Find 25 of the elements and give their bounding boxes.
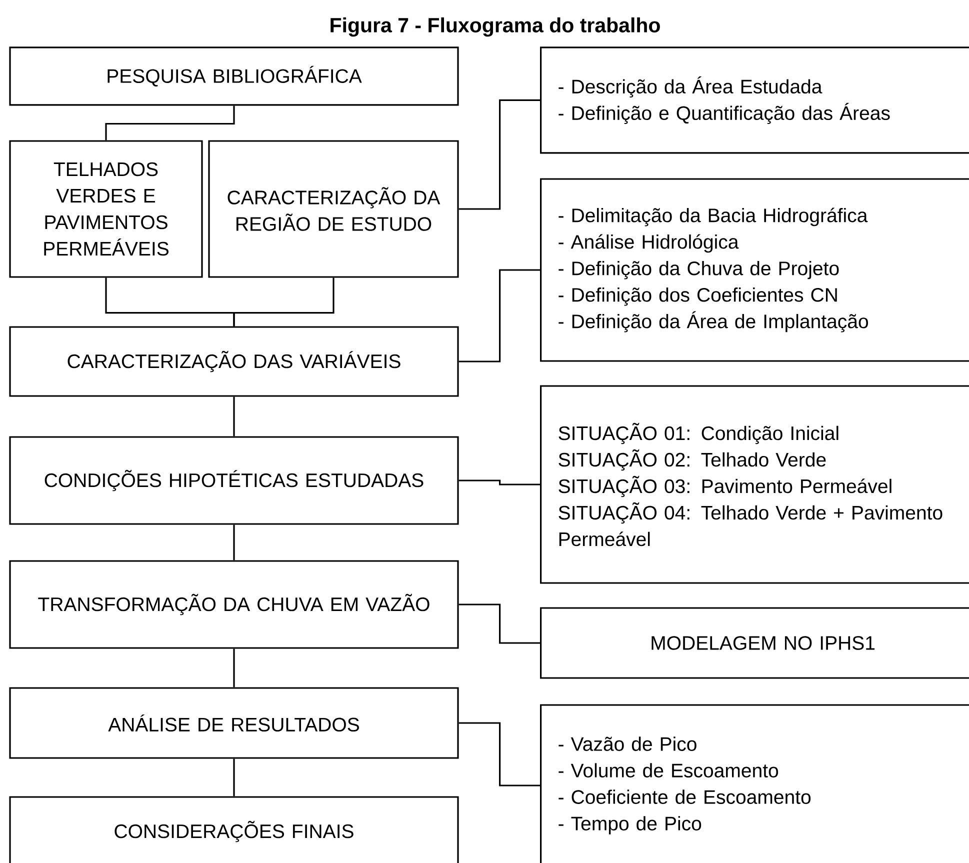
note-box: - Descrição da Área Estudada - Definição e Quantificação das Áreas <box>540 46 969 154</box>
process-box: CONDIÇÕES HIPOTÉTICAS ESTUDADAS <box>9 436 459 525</box>
connector <box>233 758 235 796</box>
process-box: ANÁLISE DE RESULTADOS <box>9 687 459 759</box>
note-box: - Delimitação da Bacia Hidrográfica - Análise Hidrológica - Definição da Chuva de Projeto - Definição dos Coeficientes CN - Definição da Área de Implantação <box>540 178 969 362</box>
note-box: SITUAÇÃO 01: Condição Inicial SITUAÇÃO 02: Telhado Verde SITUAÇÃO 03: Pavimento Permeável SITUAÇÃO 04: Telhado Verde + Pavimento Permeável <box>540 385 969 584</box>
connector <box>233 648 235 688</box>
process-box: CONSIDERAÇÕES FINAIS <box>9 796 459 863</box>
process-box: CARACTERIZAÇÃO DA REGIÃO DE ESTUDO <box>208 140 459 278</box>
connector <box>458 99 540 210</box>
process-box: TELHADOS VERDES E PAVIMENTOS PERMEÁVEIS <box>9 140 203 278</box>
note-box: - Vazão de Pico - Volume de Escoamento - Coeficiente de Escoamento - Tempo de Pico <box>540 704 969 863</box>
process-box: CARACTERIZAÇÃO DAS VARIÁVEIS <box>9 326 459 397</box>
connector <box>233 524 235 560</box>
connector <box>458 480 540 486</box>
process-box: TRANSFORMAÇÃO DA CHUVA EM VAZÃO <box>9 560 459 649</box>
process-box: PESQUISA BIBLIOGRÁFICA <box>9 46 459 106</box>
connector <box>105 106 235 140</box>
connector <box>458 269 540 362</box>
connector <box>233 278 334 326</box>
connector <box>458 722 540 786</box>
note-box: MODELAGEM NO IPHS1 <box>540 607 969 679</box>
title: Figura 7 - Fluxograma do trabalho <box>330 17 660 37</box>
connector <box>233 396 235 436</box>
connector <box>458 604 540 644</box>
